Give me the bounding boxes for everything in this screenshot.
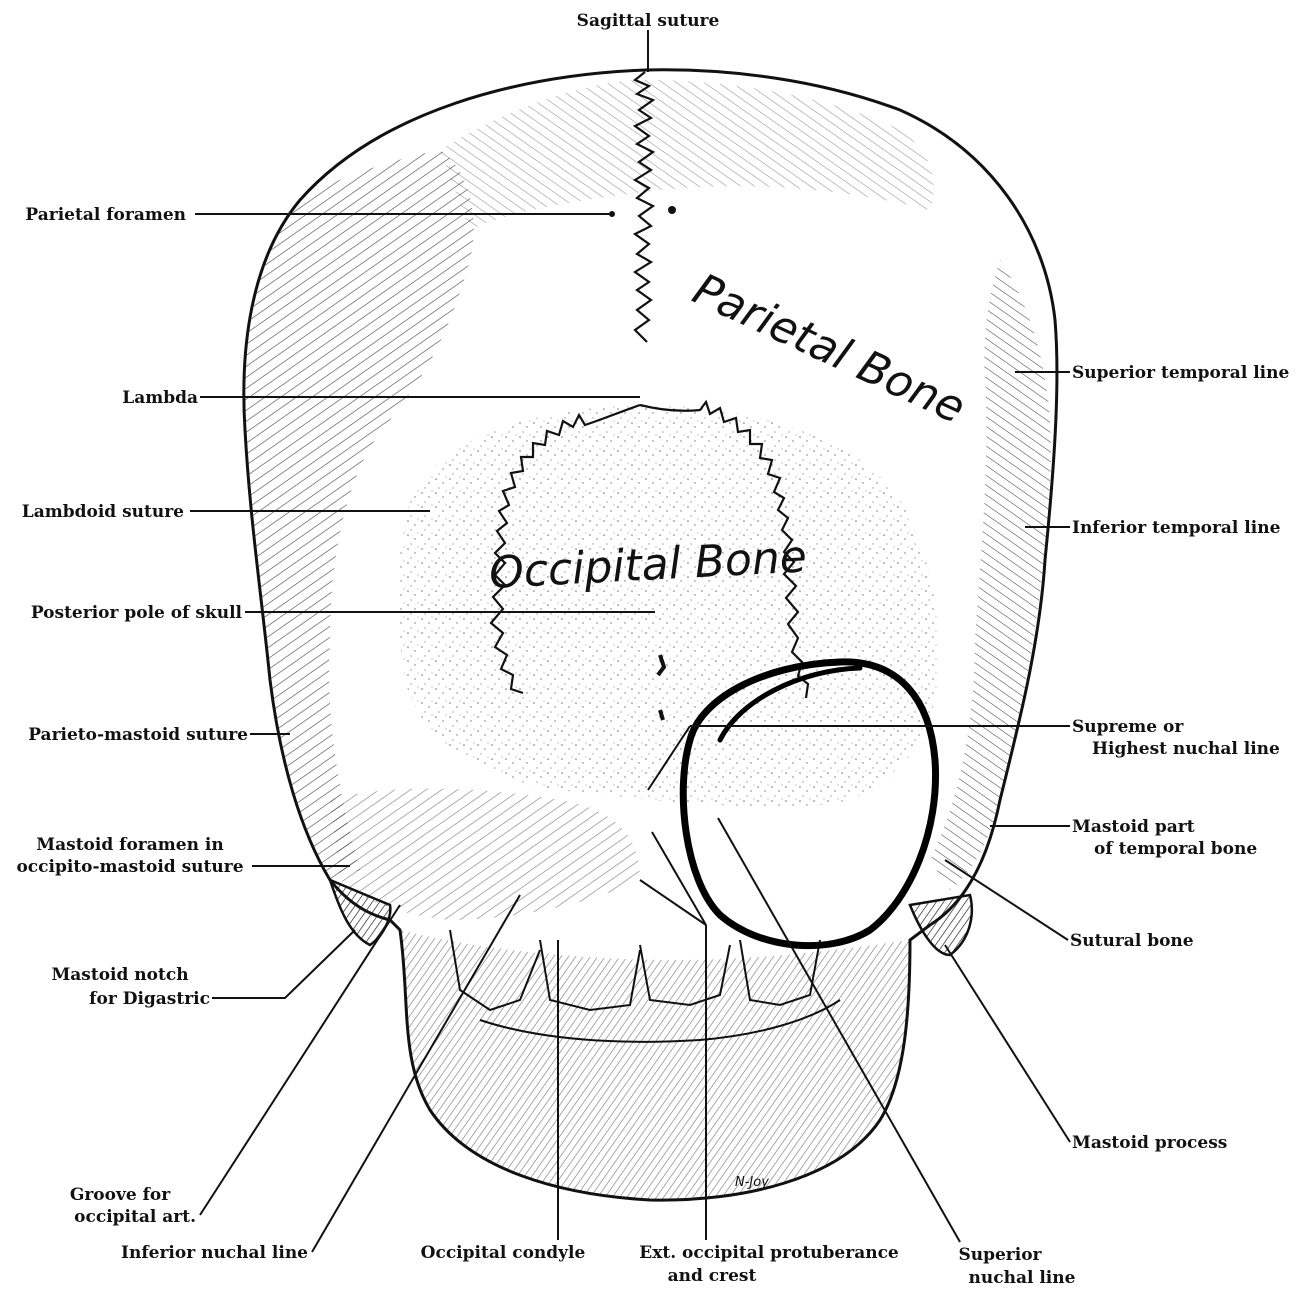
label-supreme-2: Highest nuchal line [1092, 739, 1280, 759]
parietal-hatch-right [930, 260, 1051, 890]
leader-mastoid-notch [212, 930, 355, 998]
artist-signature: N-Joy [735, 1175, 769, 1190]
label-inferior-nuchal: Inferior nuchal line [121, 1243, 308, 1263]
label-superior-nuchal-1: Superior [958, 1245, 1042, 1265]
label-parieto-mastoid: Parieto-mastoid suture [28, 725, 248, 745]
label-mastoid-notch-1: Mastoid notch [51, 965, 188, 985]
label-ext-occ-1: Ext. occipital protuberance [639, 1243, 899, 1263]
label-superior-nuchal-2: nuchal line [969, 1268, 1076, 1288]
leader-groove [200, 905, 400, 1215]
label-lambdoid-suture: Lambdoid suture [22, 502, 184, 522]
mastoid-right [910, 895, 972, 955]
label-supreme-1: Supreme or [1072, 717, 1184, 737]
label-parietal-foramen: Parietal foramen [25, 205, 186, 225]
label-posterior-pole: Posterior pole of skull [31, 603, 243, 623]
dome-hatch [440, 80, 934, 230]
leader-mastoid-process [945, 945, 1070, 1142]
parietal-foramen-dot-2 [668, 206, 676, 214]
label-sagittal-suture: Sagittal suture [577, 11, 720, 31]
label-lambda: Lambda [122, 388, 198, 408]
label-inferior-temporal: Inferior temporal line [1072, 518, 1281, 538]
label-groove-2: occipital art. [74, 1207, 196, 1227]
label-mastoid-process: Mastoid process [1072, 1133, 1227, 1153]
skull-drawing [244, 70, 1057, 1200]
label-superior-temporal: Superior temporal line [1072, 363, 1289, 383]
label-mastoid-foramen-1: Mastoid foramen in [36, 835, 223, 855]
label-mastoid-part-1: Mastoid part [1072, 817, 1195, 837]
occipital-region [398, 405, 939, 806]
label-mastoid-notch-2: for Digastric [89, 989, 210, 1009]
parietal-bone-label: Parietal Bone [685, 264, 972, 434]
label-ext-occ-2: and crest [668, 1266, 757, 1286]
label-mastoid-foramen-2: occipito-mastoid suture [16, 857, 243, 877]
leader-ext-occ-2 [640, 880, 706, 925]
label-sutural-bone: Sutural bone [1070, 931, 1194, 951]
label-groove-1: Groove for [70, 1185, 171, 1205]
label-occipital-condyle: Occipital condyle [421, 1243, 586, 1263]
label-mastoid-part-2: of temporal bone [1094, 839, 1257, 859]
